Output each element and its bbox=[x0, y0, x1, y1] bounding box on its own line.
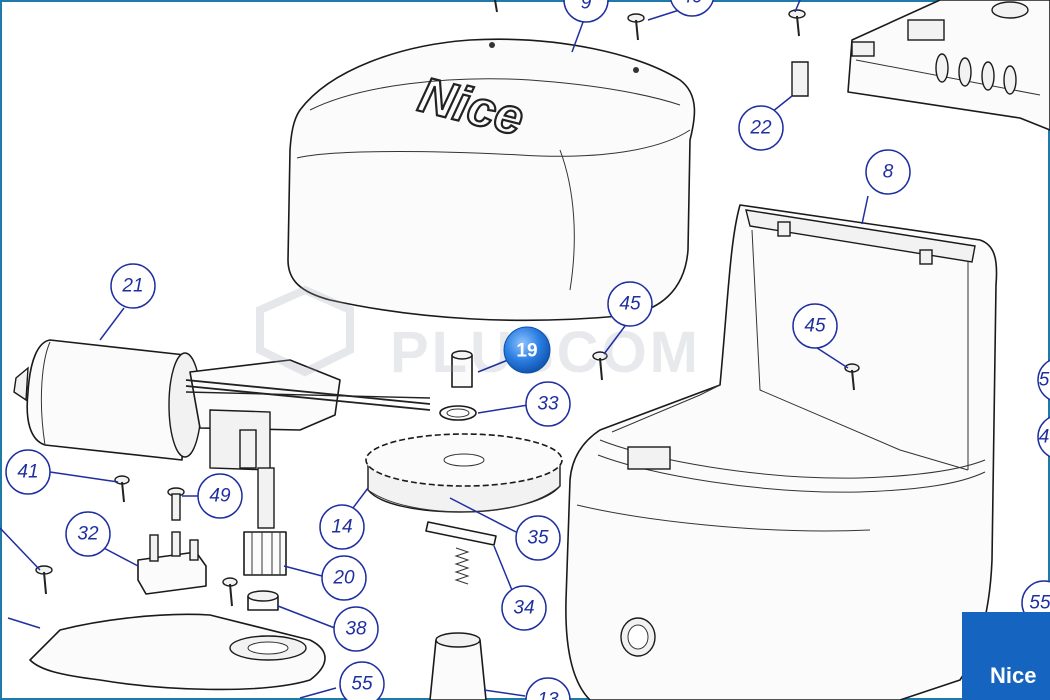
svg-text:49: 49 bbox=[209, 486, 231, 507]
callout-8[interactable]: 8 bbox=[865, 149, 911, 195]
callout-38[interactable]: 38 bbox=[333, 606, 379, 652]
part-base-plate bbox=[29, 613, 326, 691]
part-13 bbox=[429, 632, 487, 700]
callout-34[interactable]: 34 bbox=[501, 585, 547, 631]
callout-33[interactable]: 33 bbox=[525, 381, 571, 427]
part-gear-14 bbox=[365, 433, 563, 513]
callout-49[interactable]: 49 bbox=[197, 473, 243, 519]
svg-text:34: 34 bbox=[513, 598, 534, 619]
svg-text:5: 5 bbox=[1039, 370, 1050, 391]
brand-logo-text: Nice bbox=[990, 663, 1036, 688]
callout-45-left[interactable]: 45 bbox=[607, 281, 653, 327]
part-bracket-32 bbox=[137, 531, 207, 595]
callout-20[interactable]: 20 bbox=[321, 555, 367, 601]
part-housing-8 bbox=[565, 204, 998, 700]
callout-9[interactable]: 9 bbox=[563, 0, 609, 23]
svg-text:55: 55 bbox=[1029, 593, 1050, 614]
svg-text:45: 45 bbox=[804, 316, 826, 337]
svg-text:55: 55 bbox=[351, 674, 373, 695]
callout-41[interactable]: 41 bbox=[5, 449, 51, 495]
svg-text:21: 21 bbox=[121, 276, 143, 297]
callout-35[interactable]: 35 bbox=[515, 515, 561, 561]
part-pin-34 bbox=[425, 521, 497, 546]
callout-40[interactable]: 40 bbox=[670, 0, 714, 17]
svg-text:22: 22 bbox=[749, 118, 772, 139]
part-ring-33 bbox=[439, 405, 477, 421]
callout-14[interactable]: 14 bbox=[319, 504, 365, 550]
svg-text:38: 38 bbox=[345, 619, 367, 640]
part-bushing-19 bbox=[451, 350, 473, 388]
callout-21[interactable]: 21 bbox=[110, 263, 156, 309]
part-spring bbox=[454, 547, 470, 585]
svg-text:40: 40 bbox=[681, 0, 703, 8]
svg-text:45: 45 bbox=[619, 294, 641, 315]
part-motor-21 bbox=[13, 339, 431, 576]
part-ring-38 bbox=[247, 590, 279, 611]
svg-text:8: 8 bbox=[883, 162, 894, 183]
callout-4[interactable]: 4 bbox=[1037, 415, 1050, 459]
callout-22[interactable]: 22 bbox=[738, 105, 784, 151]
svg-text:9: 9 bbox=[581, 0, 592, 14]
screw-small bbox=[35, 0, 860, 607]
svg-text:4: 4 bbox=[1039, 427, 1050, 448]
callout-5[interactable]: 5 bbox=[1037, 358, 1050, 402]
callout-13[interactable]: 13 bbox=[525, 677, 571, 700]
svg-text:41: 41 bbox=[17, 462, 38, 483]
callout-45-right[interactable]: 45 bbox=[792, 303, 838, 349]
part-control-board bbox=[847, 0, 1050, 131]
leader-lines bbox=[0, 0, 869, 699]
svg-text:33: 33 bbox=[537, 394, 559, 415]
svg-text:32: 32 bbox=[77, 524, 99, 545]
svg-text:14: 14 bbox=[331, 517, 352, 538]
callout-19-highlight[interactable]: 19 bbox=[503, 326, 551, 374]
callout-55-bottom[interactable]: 55 bbox=[339, 661, 385, 700]
callout-32[interactable]: 32 bbox=[65, 511, 111, 557]
svg-text:20: 20 bbox=[332, 568, 355, 589]
svg-text:35: 35 bbox=[527, 528, 549, 549]
brand-logo: Nice bbox=[962, 612, 1050, 700]
svg-text:13: 13 bbox=[537, 690, 559, 700]
badge-19-label: 19 bbox=[516, 341, 537, 362]
part-cover-9: Nice bbox=[287, 38, 696, 322]
